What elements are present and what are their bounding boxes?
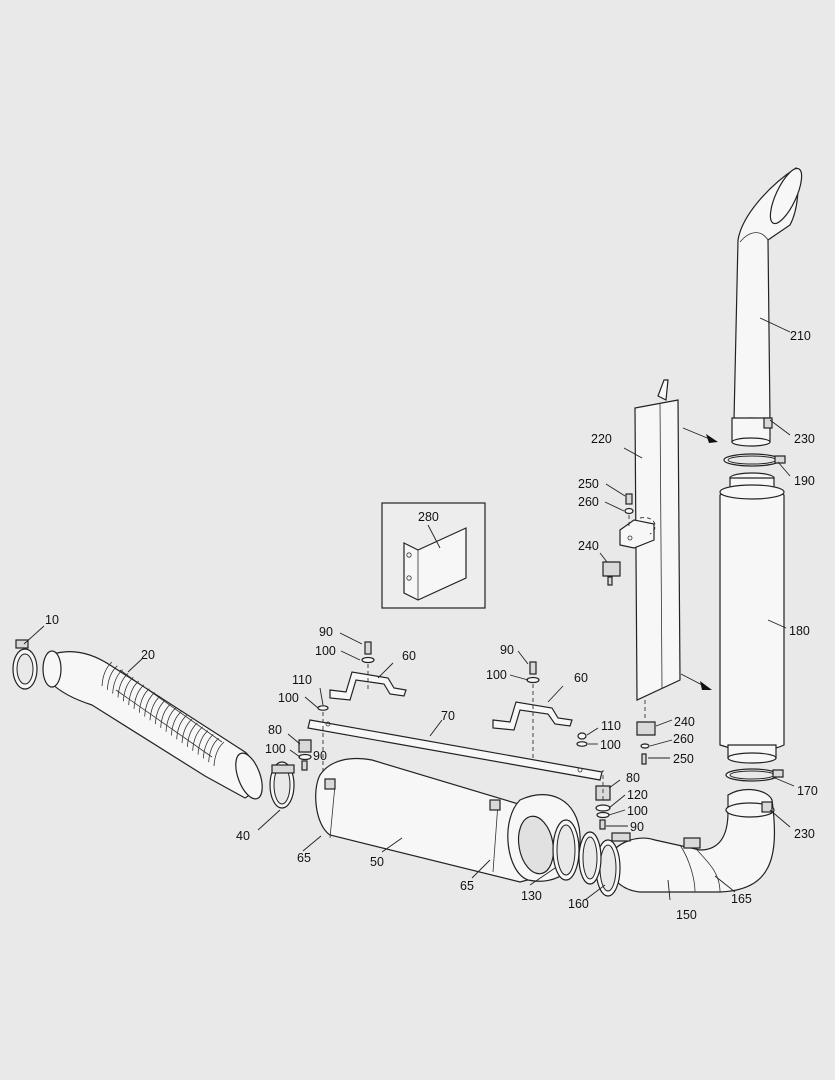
label-100-a: 100 [315,644,336,658]
vertical-muffler-180 [719,472,787,764]
elbow-pipe-150-165 [578,788,791,901]
label-80-left: 80 [268,723,282,737]
label-100-b: 100 [278,691,299,705]
clamp-40 [257,761,295,831]
label-210: 210 [790,329,811,343]
label-120: 120 [627,788,648,802]
label-110-right: 110 [601,719,621,733]
label-180: 180 [789,624,810,638]
label-260-lower: 260 [673,732,694,746]
label-240-lower: 240 [674,715,695,729]
heat-shield-220 [619,379,681,701]
label-170: 170 [797,784,818,798]
hardware-shield-upper [599,483,634,586]
label-100-f: 100 [627,804,648,818]
bracket-60-left [329,662,407,701]
clamp-130 [529,819,580,886]
label-65-right: 65 [460,879,474,893]
label-160: 160 [568,897,589,911]
flex-hose-20 [42,650,263,800]
label-280: 280 [418,510,439,524]
label-230-bottom: 230 [794,827,815,841]
part-number-labels: 10 20 40 50 60 60 65 65 70 80 80 90 90 9… [45,329,818,922]
label-165: 165 [731,892,752,906]
label-90-left-top: 90 [319,625,333,639]
label-60-right: 60 [574,671,588,685]
label-100-c: 100 [265,742,286,756]
label-150: 150 [676,908,697,922]
inset-detail-280 [381,502,486,609]
label-190: 190 [794,474,815,488]
clamp-170 [725,768,795,787]
label-220: 220 [591,432,612,446]
label-100-e: 100 [600,738,621,752]
label-110-left: 110 [292,673,312,687]
label-240-upper: 240 [578,539,599,553]
bracket-60-right [492,685,573,731]
hardware-shield-lower [636,700,673,765]
label-100-d: 100 [486,668,507,682]
stack-pipe-210 [731,167,803,447]
label-65-left: 65 [297,851,311,865]
label-90-right-top: 90 [500,643,514,657]
label-10: 10 [45,613,59,627]
hardware-right [509,650,628,830]
label-250-lower: 250 [673,752,694,766]
arrow-lower [680,673,712,690]
label-230-top: 230 [794,432,815,446]
label-20: 20 [141,648,155,662]
clamp-190 [723,453,791,477]
label-90-right-low: 90 [630,820,644,834]
arrow-upper [682,427,718,443]
label-60-left: 60 [402,649,416,663]
label-260-upper: 260 [578,495,599,509]
label-80-right: 80 [626,771,640,785]
hardware-left [287,632,375,775]
label-90-left-low: 90 [313,749,327,763]
label-50: 50 [370,855,384,869]
strap-70 [307,719,603,781]
label-70: 70 [441,709,455,723]
label-40: 40 [236,829,250,843]
label-130: 130 [521,889,542,903]
clamp-10 [12,625,45,690]
label-250-upper: 250 [578,477,599,491]
muffler-50 [302,757,581,883]
